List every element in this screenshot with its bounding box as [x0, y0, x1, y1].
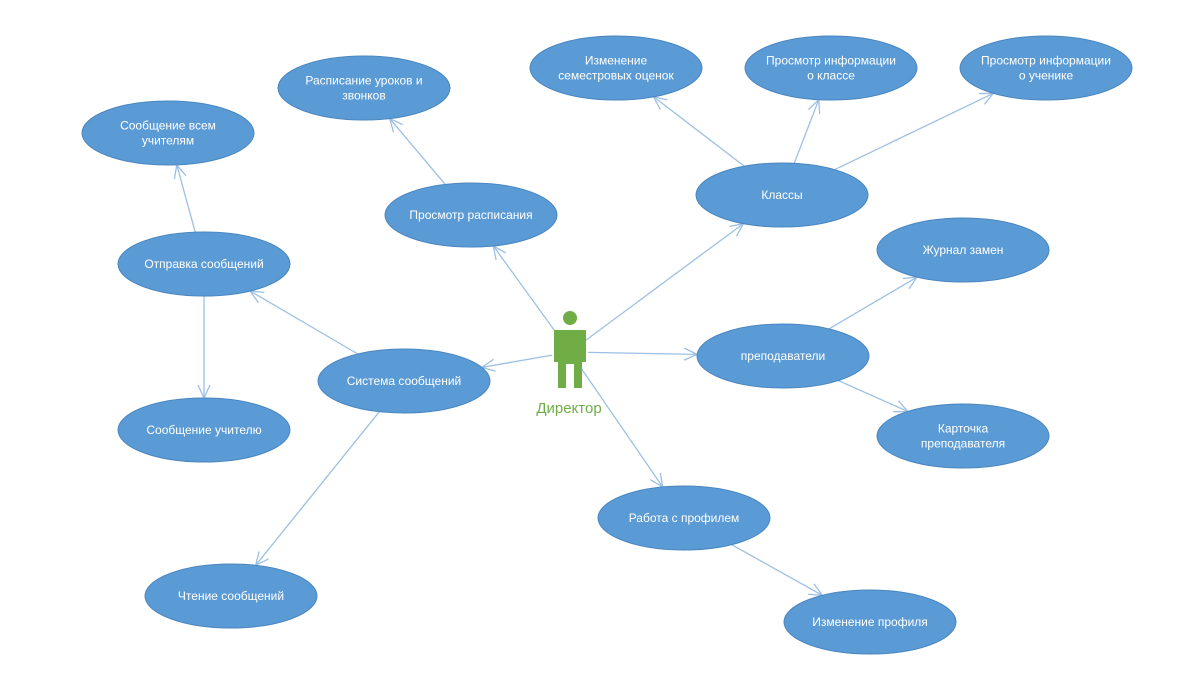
use-case-ellipse: [695, 162, 869, 228]
connector-send_messages-msg_teacher: [197, 296, 211, 400]
use-case-ellipse: [277, 55, 451, 121]
use-case-label: Журнал замен: [923, 243, 1004, 257]
use-case-ellipse: [529, 35, 703, 101]
connector-director-teachers: [587, 347, 699, 361]
connector-schedule_view-lessons_bells: [388, 117, 446, 185]
use-case-ellipse: [744, 35, 918, 101]
use-case-label: Изменение: [585, 54, 648, 68]
use-case-ellipse: [317, 348, 491, 414]
use-case-label: звонков: [342, 89, 385, 103]
use-case-send-messages: Отправка сообщений: [117, 231, 291, 297]
connector-line: [837, 379, 909, 413]
use-case-label: Просмотр информации: [766, 54, 896, 68]
use-case-substitution-log: Журнал замен: [876, 217, 1050, 283]
connector-director-schedule_view: [492, 244, 560, 338]
connector-line: [587, 351, 698, 356]
use-case-label: Сообщение учителю: [146, 423, 261, 437]
connector-director-classes: [584, 222, 745, 342]
connectors: [173, 92, 995, 597]
use-case-read-messages: Чтение сообщений: [144, 563, 318, 629]
connector-classes-student_info: [834, 92, 995, 171]
use-case-ellipse: [384, 182, 558, 248]
use-case-label: о ученике: [1019, 69, 1074, 83]
use-case-teachers: преподаватели: [696, 323, 870, 389]
use-case-ellipse: [144, 563, 318, 629]
connector-line: [731, 544, 823, 596]
connector-messaging-send_messages: [248, 290, 359, 355]
use-case-ellipse: [696, 323, 870, 389]
connector-line: [834, 92, 994, 171]
use-case-label: Изменение профиля: [812, 615, 928, 629]
connector-teachers-substitution_log: [828, 276, 919, 330]
use-case-ellipse: [783, 589, 957, 655]
use-case-ellipse: [117, 231, 291, 297]
use-cases: Просмотр расписанияКлассыпреподавателиРа…: [81, 35, 1133, 655]
use-case-label: Карточка: [938, 422, 989, 436]
connector-line: [584, 223, 744, 342]
use-case-label: семестровых оценок: [558, 69, 674, 83]
connector-line: [255, 411, 380, 566]
use-case-profile-work: Работа с профилем: [597, 485, 771, 551]
actor-director: Директор: [536, 311, 602, 417]
connector-line: [481, 354, 553, 369]
connector-profile_work-profile_edit: [731, 544, 824, 597]
use-case-label: преподавателя: [921, 437, 1005, 451]
connector-line: [492, 245, 560, 338]
use-case-label: Работа с профилем: [629, 511, 740, 525]
use-case-messaging: Система сообщений: [317, 348, 491, 414]
use-case-label: Сообщение всем: [120, 119, 216, 133]
actor-head: [563, 311, 577, 325]
use-case-label: учителям: [142, 134, 194, 148]
connector-line: [653, 96, 745, 167]
connector-line: [793, 99, 820, 164]
use-case-ellipse: [81, 100, 255, 166]
connector-line: [579, 366, 664, 488]
connector-line: [249, 290, 359, 355]
use-case-ellipse: [597, 485, 771, 551]
use-case-label: Чтение сообщений: [178, 589, 284, 603]
use-case-ellipse: [876, 403, 1050, 469]
use-case-label: Просмотр информации: [981, 54, 1111, 68]
connector-classes-semester_grades: [652, 95, 745, 167]
use-case-schedule-view: Просмотр расписания: [384, 182, 558, 248]
actor-body: [554, 330, 586, 388]
use-case-label: Система сообщений: [347, 374, 461, 388]
connector-classes-class_info: [793, 98, 821, 164]
use-case-label: Отправка сообщений: [144, 257, 263, 271]
use-case-label: Просмотр расписания: [409, 208, 532, 222]
connector-director-profile_work: [579, 366, 664, 489]
use-case-ellipse: [117, 397, 291, 463]
use-case-ellipse: [959, 35, 1133, 101]
connector-line: [176, 164, 196, 233]
actor-figure-icon: [554, 311, 586, 388]
use-case-label: о классе: [807, 69, 855, 83]
use-case-label: Расписание уроков и: [305, 74, 422, 88]
use-case-classes: Классы: [695, 162, 869, 228]
use-case-msg-teacher: Сообщение учителю: [117, 397, 291, 463]
use-case-label: Классы: [761, 188, 802, 202]
use-case-ellipse: [876, 217, 1050, 283]
connector-teachers-teacher_card: [837, 379, 910, 413]
use-case-label: преподаватели: [741, 349, 825, 363]
connector-line: [389, 118, 446, 185]
use-case-profile-edit: Изменение профиля: [783, 589, 957, 655]
connector-line: [828, 276, 918, 330]
connector-send_messages-msg_all_teachers: [173, 163, 196, 233]
connector-director-messaging: [480, 354, 553, 372]
actor-label: Директор: [536, 400, 601, 417]
